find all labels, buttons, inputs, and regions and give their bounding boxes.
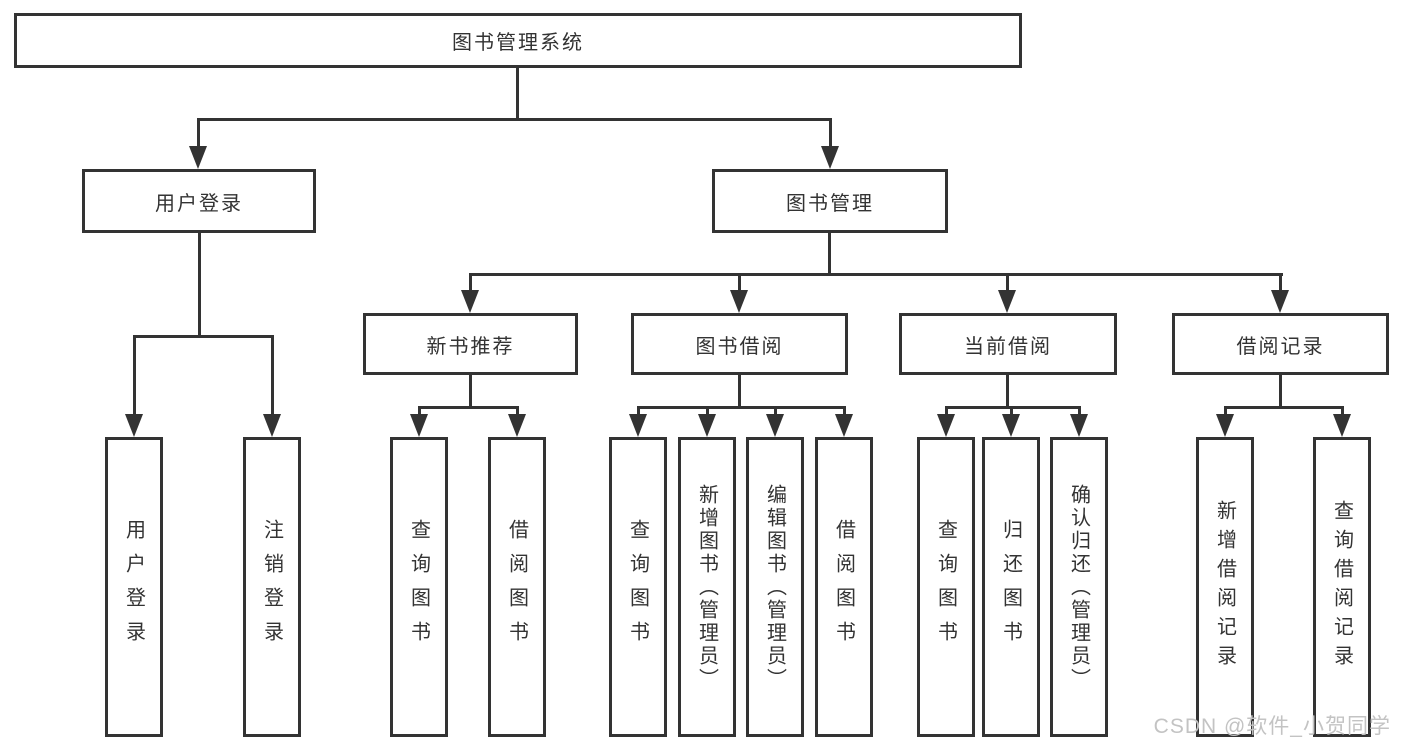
connector-new-book-drop	[469, 273, 472, 293]
leaf-borrow-edit-admin: 编辑图书（管理员）	[746, 437, 804, 737]
node-book-borrow: 图书借阅	[631, 313, 848, 375]
connector-user-login-drop	[197, 118, 200, 150]
arrowhead-book-mgmt	[821, 146, 839, 169]
connector-drop	[1010, 406, 1013, 416]
leaf-current-return: 归还图书	[982, 437, 1040, 737]
connector-root-bar	[197, 118, 832, 121]
connector-book-mgmt-drop	[829, 118, 832, 150]
connector-drop	[774, 406, 777, 416]
connector-book-borrow-bar	[637, 406, 846, 409]
connector-new-book-bar	[418, 406, 519, 409]
arrowhead-borrow-record	[1271, 290, 1289, 313]
arrowhead-leaf-login	[125, 414, 143, 437]
connector-borrow-record-stem	[1279, 375, 1282, 406]
arrowhead	[766, 414, 784, 437]
arrowhead-book-borrow	[730, 290, 748, 313]
connector-drop	[843, 406, 846, 416]
node-user-login: 用户登录	[82, 169, 316, 233]
node-book-mgmt: 图书管理	[712, 169, 948, 233]
node-current-borrow: 当前借阅	[899, 313, 1117, 375]
connector-drop	[1224, 406, 1227, 416]
leaf-borrow-add-admin: 新增图书（管理员）	[678, 437, 736, 737]
leaf-borrow-query: 查询图书	[609, 437, 667, 737]
leaf-borrow-book: 借阅图书	[815, 437, 873, 737]
connector-leaf-logout-drop	[271, 335, 274, 415]
arrowhead	[1333, 414, 1351, 437]
arrowhead	[835, 414, 853, 437]
csdn-watermark: CSDN @软件_小贺同学	[1153, 715, 1391, 738]
connector-user-login-bar	[133, 335, 274, 338]
connector-book-borrow-stem	[738, 375, 741, 406]
connector-leaf-login-drop	[133, 335, 136, 415]
connector-drop	[637, 406, 640, 416]
arrowhead	[1002, 414, 1020, 437]
arrowhead	[698, 414, 716, 437]
leaf-current-confirm-admin: 确认归还（管理员）	[1050, 437, 1108, 737]
connector-user-login-stem	[198, 233, 201, 335]
arrowhead	[1216, 414, 1234, 437]
arrowhead-current-borrow	[998, 290, 1016, 313]
node-root-system: 图书管理系统	[14, 13, 1022, 68]
leaf-record-query: 查询借阅记录	[1313, 437, 1371, 737]
leaf-current-query: 查询图书	[917, 437, 975, 737]
arrowhead-leaf-logout	[263, 414, 281, 437]
connector-current-borrow-drop	[1006, 273, 1009, 293]
connector-drop	[945, 406, 948, 416]
connector-drop	[706, 406, 709, 416]
connector-drop	[418, 406, 421, 416]
arrowhead	[410, 414, 428, 437]
connector-drop	[1341, 406, 1344, 416]
leaf-user-login: 用户登录	[105, 437, 163, 737]
leaf-newbook-borrow: 借阅图书	[488, 437, 546, 737]
connector-book-mgmt-stem	[828, 233, 831, 273]
arrowhead	[629, 414, 647, 437]
arrowhead	[508, 414, 526, 437]
leaf-newbook-query: 查询图书	[390, 437, 448, 737]
connector-borrow-record-drop	[1279, 273, 1282, 293]
connector-root-stem	[516, 68, 519, 118]
connector-book-mgmt-bar	[469, 273, 1283, 276]
connector-current-borrow-stem	[1006, 375, 1009, 406]
connector-borrow-record-bar	[1224, 406, 1344, 409]
connector-current-borrow-bar	[945, 406, 1081, 409]
connector-drop	[1078, 406, 1081, 416]
arrowhead	[1070, 414, 1088, 437]
connector-drop	[516, 406, 519, 416]
leaf-logout: 注销登录	[243, 437, 301, 737]
node-new-book: 新书推荐	[363, 313, 578, 375]
arrowhead-user-login	[189, 146, 207, 169]
connector-new-book-stem	[469, 375, 472, 406]
connector-book-borrow-drop	[738, 273, 741, 293]
arrowhead-new-book	[461, 290, 479, 313]
leaf-record-add: 新增借阅记录	[1196, 437, 1254, 737]
node-borrow-record: 借阅记录	[1172, 313, 1389, 375]
arrowhead	[937, 414, 955, 437]
